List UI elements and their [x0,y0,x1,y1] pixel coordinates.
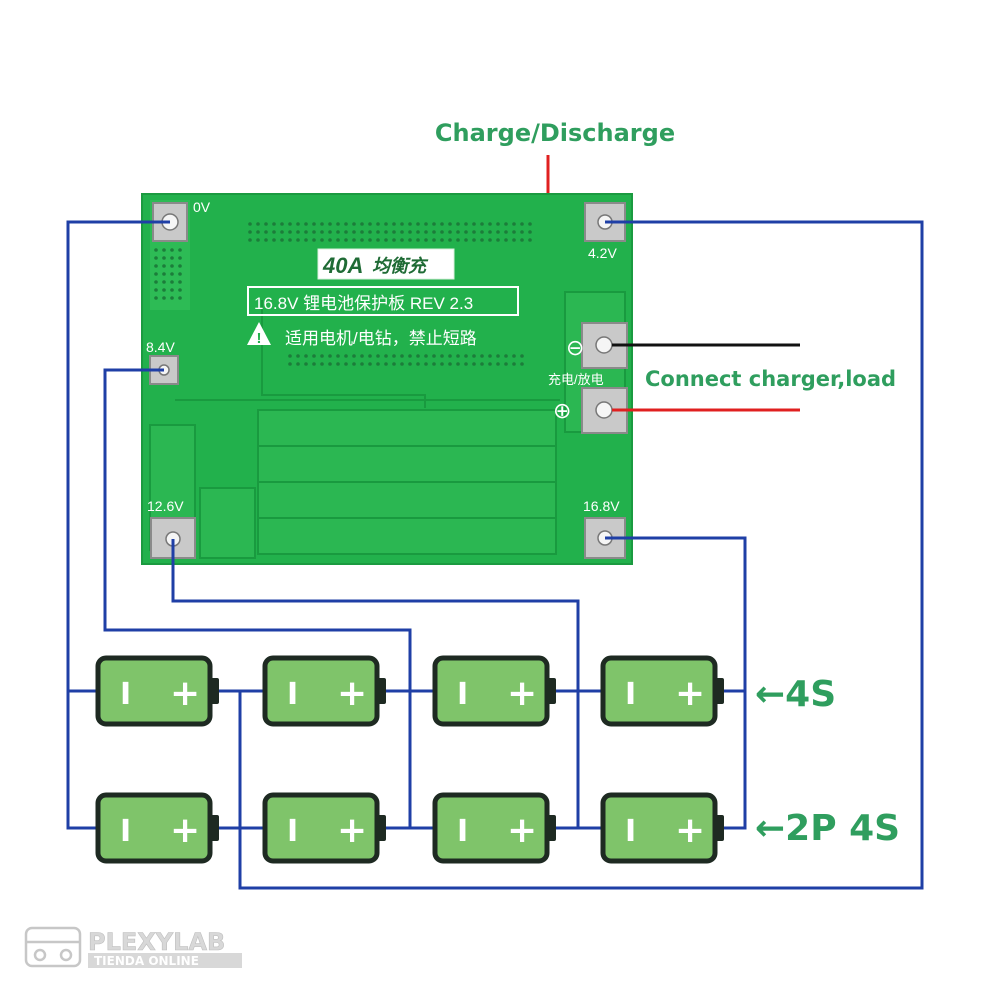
cell-minus-mark: I [457,814,468,849]
plus-symbol: ⊕ [553,398,571,423]
cell-plus-mark: + [337,810,367,851]
battery-cell: I+ [262,655,386,727]
board-title-balance: 均衡充 [372,256,429,276]
cell-plus-mark: + [675,810,705,851]
charge-discharge-label: Charge/Discharge [435,119,675,147]
board-subtitle: 16.8V 锂电池保护板 REV 2.3 [254,294,473,313]
cell-plus-mark: + [170,673,200,714]
cell-plus-mark: + [337,673,367,714]
label-4v2: 4.2V [588,245,617,261]
cell-minus-mark: I [287,677,298,712]
label-12v6: 12.6V [147,498,184,514]
cell-minus-mark: I [120,677,131,712]
battery-cell: I+ [432,655,556,727]
blue-wiring [66,220,924,890]
via-dots-left [154,248,182,300]
svg-text:!: ! [257,330,262,347]
cell-plus-mark: + [675,673,705,714]
watermark-brand: PLEXYLAB [88,928,225,956]
battery-cell: I+ [432,792,556,864]
board-warning-text: 适用电机/电钻，禁止短路 [285,329,477,348]
board-title-40a: 40A [322,253,363,278]
label-8v4: 8.4V [146,339,175,355]
battery-cell: I+ [95,655,219,727]
label-charge-discharge-cn: 充电/放电 [548,372,604,387]
watermark-tagline: TIENDA ONLINE [94,954,199,968]
battery-cell: I+ [262,792,386,864]
battery-cell: I+ [600,655,724,727]
via-dots-top [248,222,532,242]
row-label-4s: ←4S [755,674,836,715]
row-label-2p4s: ←2P 4S [755,808,900,849]
warning-icon: ! [247,322,271,347]
battery-cell: I+ [600,792,724,864]
cell-minus-mark: I [287,814,298,849]
cell-minus-mark: I [625,677,636,712]
label-16v8: 16.8V [583,498,620,514]
cell-plus-mark: + [507,810,537,851]
cell-plus-mark: + [170,810,200,851]
pad-output-plus [581,387,628,434]
via-dots-mid [288,354,524,366]
pcb-board: 40A 均衡充 16.8V 锂电池保护板 REV 2.3 ! 适用电机/电钻，禁… [141,193,633,565]
cell-minus-mark: I [625,814,636,849]
battery-cells: I+I+I+I+I+I+I+I+ [95,655,724,864]
watermark: PLEXYLAB TIENDA ONLINE [24,926,242,968]
label-0v: 0V [193,199,211,215]
cell-minus-mark: I [457,677,468,712]
connect-charger-load-label: Connect charger,load [645,367,896,391]
board-title-box [317,248,455,280]
battery-cell: I+ [95,792,219,864]
cell-plus-mark: + [507,673,537,714]
board-subtitle-box [247,286,519,316]
plexylab-logo-icon [24,926,82,968]
cell-minus-mark: I [120,814,131,849]
minus-symbol: ⊖ [566,335,584,360]
